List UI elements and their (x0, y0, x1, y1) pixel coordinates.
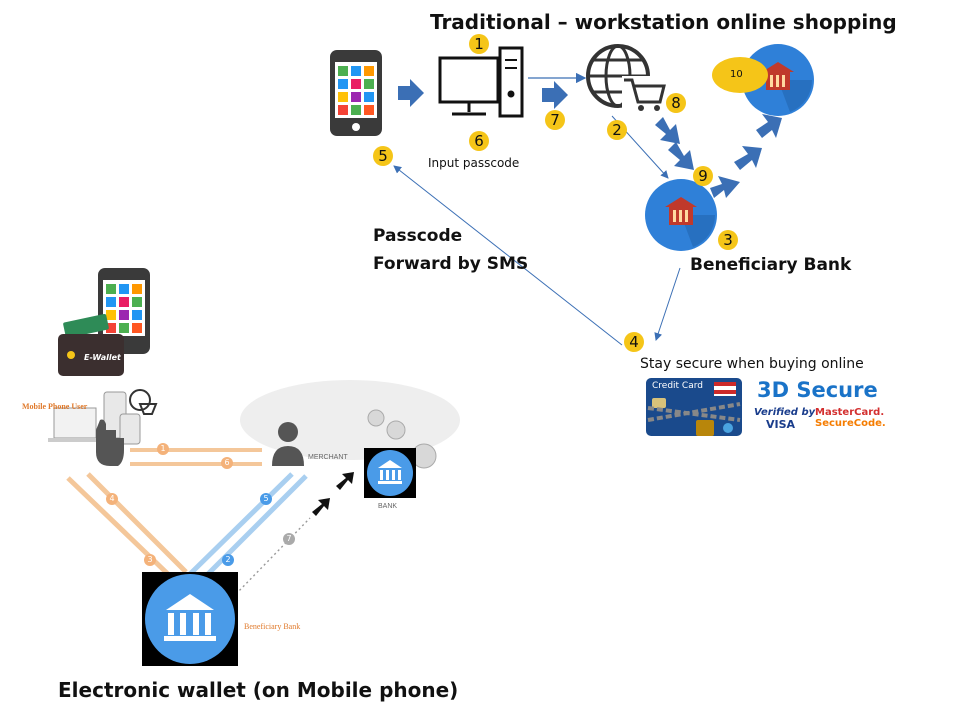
step-badge: 4 (106, 493, 118, 505)
flow-line (86, 472, 188, 574)
step-badge: 1 (157, 443, 169, 455)
flow-line (235, 517, 311, 595)
step-badge: 3 (144, 554, 156, 566)
step-badge: 9 (693, 166, 713, 186)
flow-arrow (336, 472, 354, 490)
flow-arrow (312, 498, 330, 516)
flow-arrow (734, 146, 762, 170)
step-badge: 3 (718, 230, 738, 250)
mobile-user-device-icon (48, 389, 158, 466)
step-badge: 1 (469, 34, 489, 54)
beneficiary-bank-icon (145, 574, 235, 664)
globe-cart-icon (586, 44, 666, 112)
step-badge: 6 (469, 131, 489, 151)
securecode-label: SecureCode. (815, 418, 886, 429)
beneficiary-bank-icon (645, 179, 717, 251)
step-badge: 5 (373, 146, 393, 166)
flow-arrow (668, 142, 694, 170)
flow-arrow (756, 114, 782, 138)
sms-label-line1: Passcode (373, 226, 463, 246)
mobile-user-label: Mobile Phone User (22, 402, 88, 411)
ewallet-phone-icon (98, 268, 150, 354)
flow-arrow (710, 176, 740, 198)
flow-arrow (655, 117, 680, 144)
merchant-label: MERCHANT (308, 454, 348, 461)
bank-icon (367, 450, 413, 496)
credit-card-label: Credit Card (652, 381, 703, 391)
ewallet-title: Electronic wallet (on Mobile phone) (58, 678, 459, 702)
merchant-icon (272, 422, 304, 466)
step-badge: 5 (260, 493, 272, 505)
flow-line (202, 474, 308, 580)
wallet-icon (58, 313, 124, 376)
traditional-title: Traditional – workstation online shoppin… (430, 10, 897, 34)
mastercard-label: MasterCard. (815, 407, 885, 418)
step-badge: 4 (624, 332, 644, 352)
flow-arrow (398, 79, 424, 107)
world-map-image (240, 380, 460, 460)
credit-card-image (646, 378, 742, 436)
step-badge: 8 (666, 93, 686, 113)
flow-arrow (654, 267, 681, 341)
smartphone-icon (330, 50, 382, 136)
flow-line (186, 472, 294, 578)
step-badge: 7 (283, 533, 295, 545)
desktop-computer-icon (438, 46, 524, 118)
visa-label: VISA (766, 418, 796, 431)
bank-coin-label: 10 (730, 69, 743, 80)
step-badge: 2 (222, 554, 234, 566)
beneficiary-bank-label: Beneficiary Bank (690, 255, 852, 275)
input-passcode-label: Input passcode (428, 156, 520, 170)
step-badge: 7 (545, 110, 565, 130)
coin-icon (712, 57, 768, 93)
3d-secure-logo: 3D Secure (757, 378, 878, 402)
flow-arrow (542, 81, 568, 109)
sms-label-line2: Forward by SMS (373, 254, 529, 274)
ewallet-label: E-Wallet (84, 353, 121, 362)
beneficiary-bank-label: Beneficiary Bank (244, 622, 301, 631)
bank-label: BANK (378, 503, 398, 510)
step-badge: 2 (607, 120, 627, 140)
secure-heading: Stay secure when buying online (640, 356, 864, 372)
verified-by-label: Verified by (754, 407, 816, 418)
sms-flow-arrow (393, 165, 623, 346)
step-badge: 6 (221, 457, 233, 469)
bank-icon (742, 44, 814, 116)
